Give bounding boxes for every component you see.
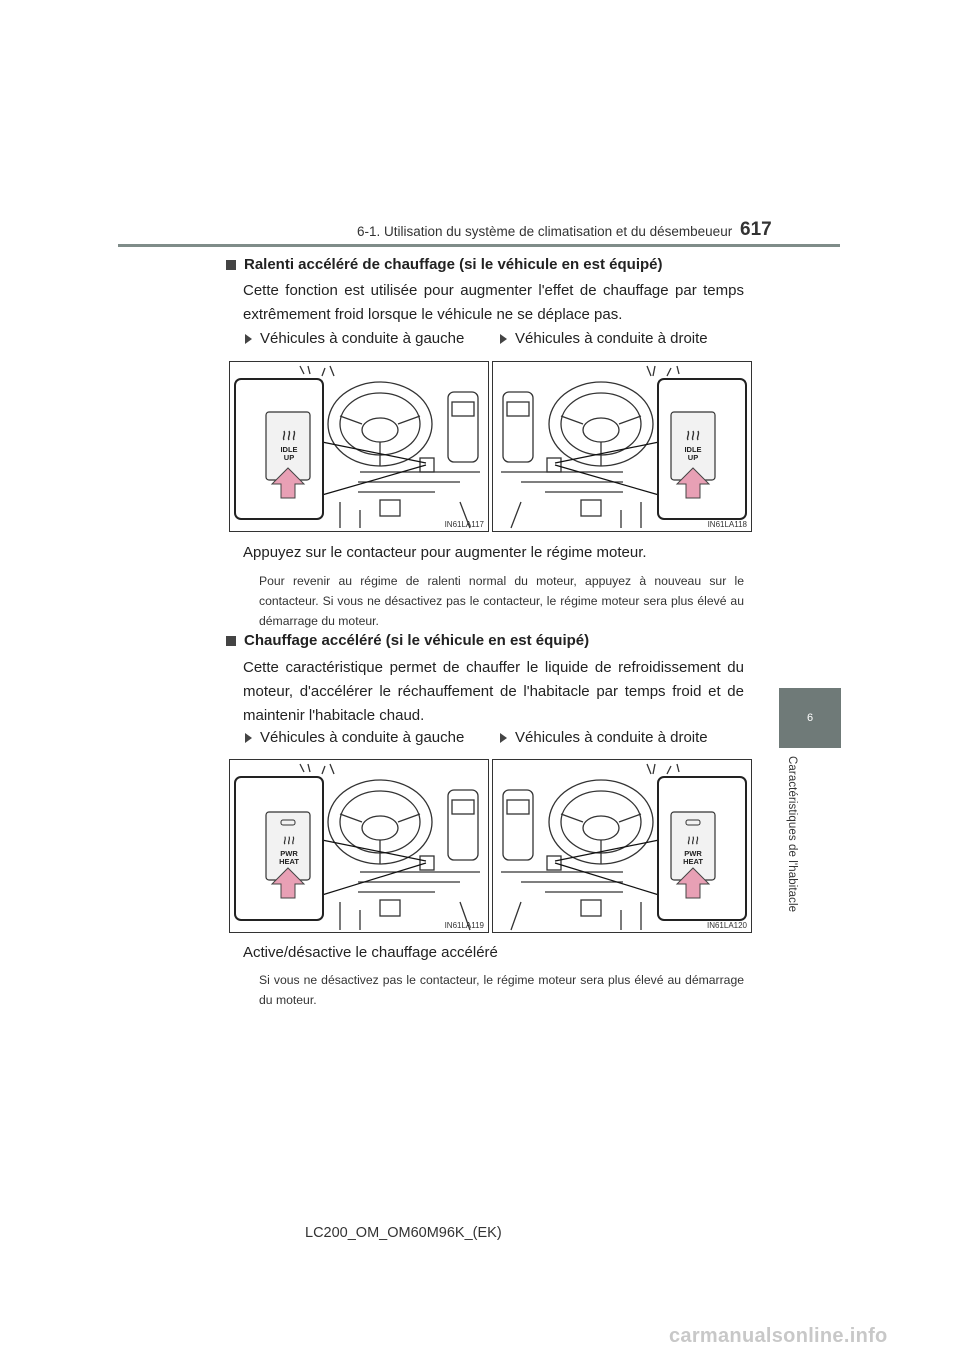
button-text-line1: PWR <box>684 849 702 858</box>
heat-waves-icon <box>283 836 295 845</box>
square-bullet-icon <box>226 635 236 646</box>
label-text: Véhicules à conduite à droite <box>515 330 708 347</box>
button-text-line1: IDLE <box>280 445 298 454</box>
document-code: LC200_OM_OM60M96K_(EK) <box>305 1225 502 1241</box>
pointer-arrow-icon <box>270 867 306 899</box>
triangle-bullet-icon <box>500 732 507 743</box>
note-text: Pour revenir au régime de ralenti normal… <box>259 574 744 628</box>
label-text: Véhicules à conduite à gauche <box>260 330 465 347</box>
figure-pwr-heat-right: PWR HEAT IN61LA120 <box>492 759 752 933</box>
instruction-text: Appuyez sur le contacteur pour augmenter… <box>243 544 647 561</box>
label-text: Véhicules à conduite à gauche <box>260 729 465 746</box>
section-title: 6-1. Utilisation du système de climatisa… <box>357 224 733 239</box>
label-text: Véhicules à conduite à droite <box>515 729 708 746</box>
pointer-arrow-icon <box>675 867 711 899</box>
pwr-heat-button: PWR HEAT <box>677 832 709 866</box>
label-right-hand-drive: Véhicules à conduite à droite <box>500 729 708 746</box>
pwr-heat-button: PWR HEAT <box>273 832 305 866</box>
triangle-bullet-icon <box>245 732 252 743</box>
figure-code: IN61LA117 <box>444 520 484 529</box>
square-bullet-icon <box>226 259 236 270</box>
dashboard-illustration <box>501 365 747 529</box>
page-number: 617 <box>740 219 772 240</box>
heat-waves-icon <box>282 430 296 441</box>
chapter-number: 6 <box>806 712 814 724</box>
pointer-arrow-icon <box>270 467 306 499</box>
figure-idle-up-left: IDLE UP IN61LA117 <box>229 361 489 532</box>
dashboard-illustration <box>234 365 480 529</box>
heat-waves-icon <box>686 430 700 441</box>
idle-up-button: IDLE UP <box>677 428 709 462</box>
chapter-tab: 6 <box>779 688 841 748</box>
button-text-line2: UP <box>283 453 295 462</box>
button-text-line1: IDLE <box>684 445 702 454</box>
figure-code: IN61LA120 <box>706 921 747 930</box>
triangle-bullet-icon <box>500 333 507 344</box>
label-left-hand-drive: Véhicules à conduite à gauche <box>245 729 464 746</box>
button-text-line1: PWR <box>280 849 298 858</box>
heading-text: Chauffage accéléré (si le véhicule en es… <box>244 632 590 649</box>
triangle-bullet-icon <box>245 333 252 344</box>
intro-paragraph: Cette fonction est utilisée pour augment… <box>243 282 744 323</box>
figure-code: IN61LA118 <box>707 520 747 529</box>
note-text: Si vous ne désactivez pas le contacteur,… <box>259 973 744 1007</box>
watermark: carmanualsonline.info <box>669 1325 888 1347</box>
dashboard-illustration <box>501 763 747 931</box>
label-right-hand-drive: Véhicules à conduite à droite <box>500 330 708 347</box>
chapter-title: Caractéristiques de l'habitacle <box>786 756 798 913</box>
heat-waves-icon <box>687 836 699 845</box>
pointer-arrow-icon <box>675 467 711 499</box>
intro-paragraph: Cette caractéristique permet de chauffer… <box>243 659 744 724</box>
figure-code: IN61LA119 <box>444 921 484 930</box>
button-text-line2: HEAT <box>279 857 299 866</box>
figure-idle-up-right: IDLE UP IN61LA118 <box>492 361 752 532</box>
label-left-hand-drive: Véhicules à conduite à gauche <box>245 330 464 347</box>
heading-idle-up: Ralenti accéléré de chauffage (si le véh… <box>226 256 663 273</box>
header-rule <box>118 244 840 247</box>
heading-pwr-heat: Chauffage accéléré (si le véhicule en es… <box>226 632 589 649</box>
button-text-line2: UP <box>687 453 699 462</box>
idle-up-button: IDLE UP <box>273 428 305 462</box>
dashboard-illustration <box>234 763 480 931</box>
button-text-line2: HEAT <box>683 857 703 866</box>
instruction-text: Active/désactive le chauffage accéléré <box>243 944 498 961</box>
heading-text: Ralenti accéléré de chauffage (si le véh… <box>244 256 663 273</box>
figure-pwr-heat-left: PWR HEAT IN61LA119 <box>229 759 489 933</box>
